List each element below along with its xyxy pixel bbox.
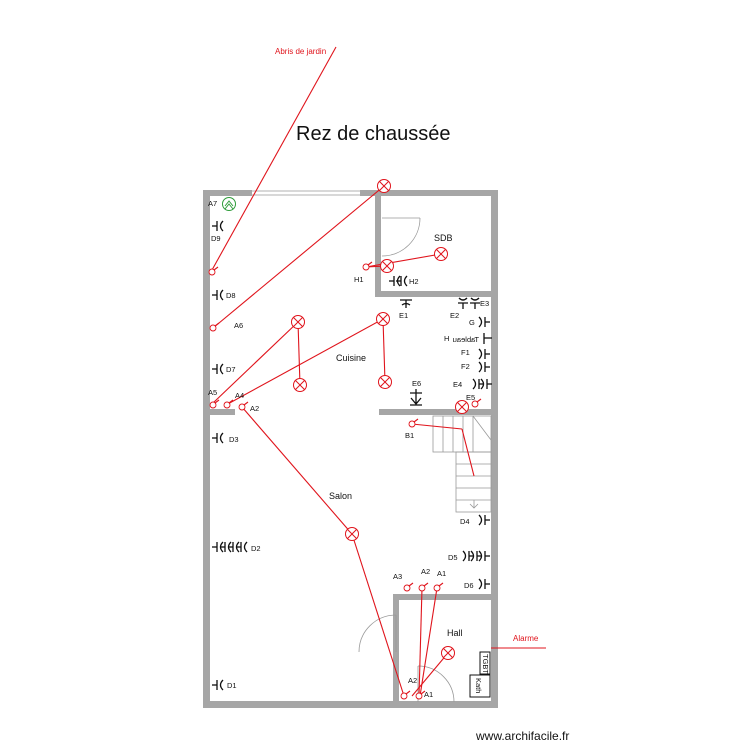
- label-d3: D3: [229, 435, 239, 444]
- label-d4: D4: [460, 517, 470, 526]
- label-e5: E5: [466, 393, 475, 402]
- abris-annotation: Abris de jardin: [275, 47, 326, 56]
- room-salon: Salon: [329, 491, 352, 501]
- label-h: H: [444, 334, 449, 343]
- label-d1: D1: [227, 681, 237, 690]
- point-labels: A7 D9 D8 A6 D7 A5 A4 A2 D3 D2 D1 H1 H2 E…: [208, 199, 489, 699]
- electrical-panels: TGBT Kath: [469, 651, 491, 698]
- wiring: [211, 46, 546, 697]
- hall-door: [358, 614, 455, 703]
- label-h2: H2: [409, 277, 419, 286]
- label-a1-hall: A1: [437, 569, 446, 578]
- kath-label: Kath: [474, 678, 483, 693]
- label-e2: E2: [450, 311, 459, 320]
- smoke-detector: [222, 197, 236, 211]
- label-d2: D2: [251, 544, 261, 553]
- label-e4: E4: [453, 380, 462, 389]
- window: [252, 190, 360, 196]
- label-d5: D5: [448, 553, 458, 562]
- label-a2-hall: A2: [421, 567, 430, 576]
- sdb-door: [381, 217, 421, 257]
- label-a2-salon: A2: [250, 404, 259, 413]
- watermark: www.archifacile.fr: [475, 729, 569, 743]
- label-e1: E1: [399, 311, 408, 320]
- switches: [208, 261, 482, 700]
- label-a7: A7: [208, 199, 217, 208]
- tableau-label: Tableau: [453, 335, 479, 344]
- label-d9: D9: [211, 234, 221, 243]
- room-sdb: SDB: [434, 233, 453, 243]
- label-b1: B1: [405, 431, 414, 440]
- tgbt-label: TGBT: [481, 654, 490, 674]
- page-title: Rez de chaussée: [296, 123, 451, 145]
- label-d7: D7: [226, 365, 236, 374]
- label-h1: H1: [354, 275, 364, 284]
- label-f2: F2: [461, 362, 470, 371]
- alarme-annotation: Alarme: [513, 634, 539, 643]
- label-a3: A3: [393, 572, 402, 581]
- label-g: G: [469, 318, 475, 327]
- label-a4: A4: [235, 391, 244, 400]
- room-hall: Hall: [447, 628, 463, 638]
- label-a6: A6: [234, 321, 243, 330]
- label-f1: F1: [461, 348, 470, 357]
- label-a2-entry: A2: [408, 676, 417, 685]
- label-d8: D8: [226, 291, 236, 300]
- label-d6: D6: [464, 581, 474, 590]
- kitchen-outlets: [400, 297, 492, 406]
- label-a1-entry: A1: [424, 690, 433, 699]
- label-e3: E3: [480, 299, 489, 308]
- label-e6: E6: [412, 379, 421, 388]
- room-cuisine: Cuisine: [336, 353, 366, 363]
- label-a5: A5: [208, 388, 217, 397]
